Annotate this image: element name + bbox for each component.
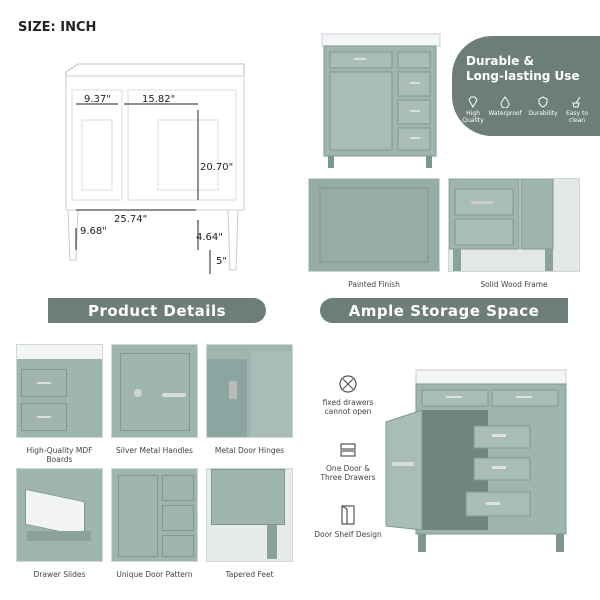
caption-door-pattern: Unique Door Pattern bbox=[116, 570, 193, 579]
feature-high-quality: High Quality bbox=[456, 96, 490, 124]
broom-icon bbox=[572, 96, 581, 108]
storage-banner: Ample Storage Space bbox=[320, 298, 568, 323]
no-open-icon bbox=[339, 375, 357, 393]
painted-finish-image bbox=[308, 178, 440, 272]
dimension-label: 9.37" bbox=[84, 94, 111, 105]
durable-title-line2: Long-lasting Use bbox=[466, 69, 580, 83]
product-details-banner: Product Details bbox=[48, 298, 266, 323]
annotation-fixed-drawers: fixed drawers cannot open bbox=[322, 398, 374, 416]
dimension-label: 5" bbox=[216, 256, 227, 267]
dimension-label: 9.68" bbox=[80, 226, 107, 237]
dimension-label: 15.82" bbox=[142, 94, 176, 105]
mdf-boards-image bbox=[16, 344, 103, 438]
caption-silver-handles: Silver Metal Handles bbox=[116, 446, 193, 455]
frame-illustration bbox=[449, 179, 554, 271]
water-drop-icon bbox=[500, 96, 510, 108]
feature-label: Easy to clean bbox=[565, 110, 589, 124]
door-shelf-icon bbox=[341, 505, 355, 525]
caption-mdf-boards: High-Quality MDF Boards bbox=[26, 446, 93, 464]
caption-solid-wood-frame: Solid Wood Frame bbox=[480, 280, 548, 289]
vanity-image bbox=[321, 33, 441, 168]
durable-panel: Durable & Long-lasting Use High Quality … bbox=[452, 36, 600, 136]
open-vanity-image bbox=[385, 369, 567, 552]
annotation-door-drawers: One Door & Three Drawers bbox=[320, 464, 376, 482]
diamond-icon bbox=[468, 96, 478, 108]
size-label: SIZE: INCH bbox=[18, 20, 97, 35]
annotation-door-shelf: Door Shelf Design bbox=[314, 530, 382, 539]
silver-handles-image bbox=[111, 344, 198, 438]
solid-wood-frame-image bbox=[448, 178, 580, 272]
dimension-label: 20.70" bbox=[200, 162, 234, 173]
feature-waterproof: Waterproof bbox=[488, 96, 522, 117]
feature-label: High Quality bbox=[462, 110, 484, 124]
caption-painted-finish: Painted Finish bbox=[348, 280, 400, 289]
dimension-label: 4.64" bbox=[196, 232, 223, 243]
caption-drawer-slides: Drawer Slides bbox=[33, 570, 86, 579]
drawer-slides-image bbox=[16, 468, 103, 562]
feature-label: Durability bbox=[528, 110, 558, 117]
dimension-label: 25.74" bbox=[114, 214, 148, 225]
drawer-stack-icon bbox=[340, 443, 356, 457]
door-pattern-image bbox=[111, 468, 198, 562]
feature-label: Waterproof bbox=[488, 110, 522, 117]
feature-easy-clean: Easy to clean bbox=[560, 96, 594, 124]
durable-title-line1: Durable & bbox=[466, 54, 535, 68]
shield-icon bbox=[538, 96, 548, 108]
door-hinges-image bbox=[206, 344, 293, 438]
caption-door-hinges: Metal Door Hinges bbox=[214, 446, 285, 455]
feature-durability: Durability bbox=[526, 96, 560, 117]
tapered-feet-image bbox=[206, 468, 293, 562]
durable-title: Durable & Long-lasting Use bbox=[466, 54, 580, 84]
dimension-drawing bbox=[65, 63, 245, 274]
caption-tapered-feet: Tapered Feet bbox=[225, 570, 274, 579]
